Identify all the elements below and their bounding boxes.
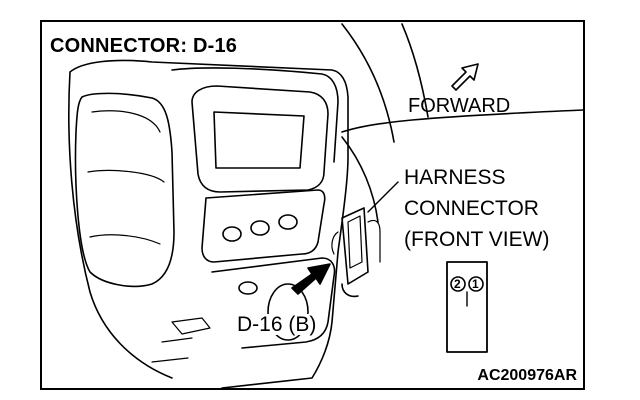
pin-1-label: 1 bbox=[472, 277, 479, 291]
harness-label-line-3: (FRONT VIEW) bbox=[404, 228, 550, 251]
forward-arrow-icon bbox=[451, 63, 479, 91]
harness-connector bbox=[331, 207, 381, 298]
background-curve bbox=[401, 23, 429, 118]
lower-console bbox=[211, 257, 336, 349]
pin-2-label: 2 bbox=[454, 277, 461, 291]
center-console bbox=[191, 85, 329, 193]
forward-label: FORWARD bbox=[408, 95, 511, 117]
console-recess bbox=[267, 283, 309, 341]
climate-knob bbox=[278, 214, 298, 230]
diagram-title: CONNECTOR: D-16 bbox=[50, 35, 238, 57]
pin-1-icon bbox=[468, 276, 484, 292]
connector-callout-label: D-16 (B) bbox=[235, 313, 319, 336]
callout-arrow-icon bbox=[291, 263, 331, 295]
diagram-frame: CONNECTOR: D-16 FORWARD HARNESS CONNECTO… bbox=[40, 20, 585, 390]
harness-label-line-1: HARNESS bbox=[404, 166, 506, 189]
console-switch bbox=[238, 281, 258, 295]
leader-line bbox=[367, 181, 399, 213]
pin-2-icon bbox=[450, 276, 466, 292]
climate-knob bbox=[250, 220, 270, 236]
figure-code: AC200976AR bbox=[477, 367, 577, 384]
climate-panel bbox=[201, 189, 326, 263]
dash-panel-outline bbox=[68, 59, 349, 388]
background-curve bbox=[341, 23, 395, 143]
harness-label-line-2: CONNECTOR bbox=[404, 197, 539, 220]
background-curve bbox=[341, 109, 583, 133]
dashboard-illustration bbox=[68, 23, 583, 388]
side-vent bbox=[74, 92, 175, 288]
climate-knob bbox=[222, 226, 242, 242]
connector-face-view bbox=[446, 261, 488, 353]
radio-unit bbox=[213, 111, 305, 169]
console-top bbox=[171, 67, 339, 163]
